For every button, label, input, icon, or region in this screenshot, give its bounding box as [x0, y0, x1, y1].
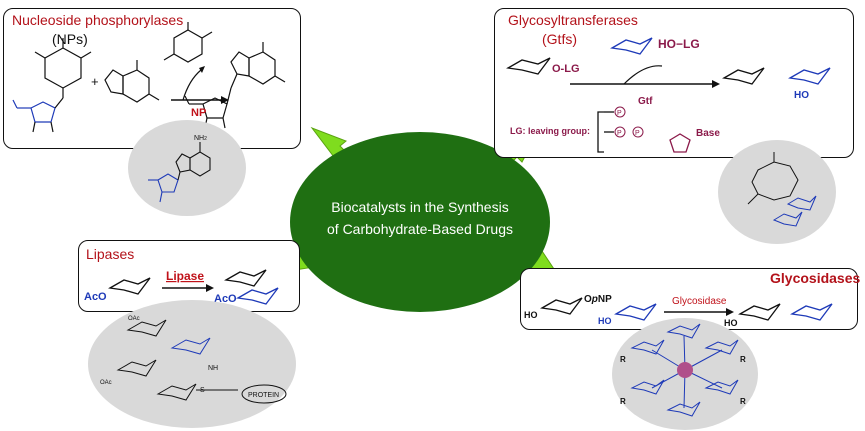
glycosidase-opnp: OpNP: [584, 294, 612, 305]
gtf-p3: P: [635, 130, 640, 137]
lipase-enzyme-label: Lipase: [166, 269, 204, 283]
lipase-aco-left: AcO: [84, 291, 107, 303]
nps-subtitle: (NPs): [52, 31, 88, 47]
gtf-phosphate-groups: P P P: [614, 106, 644, 138]
glycosidase-reaction-scheme: HO OpNP HO Glycosidase HO: [524, 294, 833, 328]
lipase-drug-structure: PROTEIN NH OAc OAc S: [100, 316, 287, 404]
gtfs-title: Glycosyltransferases: [508, 12, 638, 28]
np-drug-nh2: NH2: [194, 135, 207, 142]
glycosidase-r-2: R: [740, 355, 746, 364]
lipase-oac-label-2: OAc: [100, 380, 112, 386]
lipase-reaction-scheme: AcO Lipase AcO: [84, 269, 279, 305]
gtf-lg-label: LG: leaving group:: [510, 126, 590, 136]
gtf-donor-label: O-LG: [552, 63, 580, 75]
gtf-holg-label: HO−LG: [658, 37, 700, 51]
np-reaction-scheme: NP +: [12, 22, 286, 133]
lipases-title: Lipases: [86, 246, 135, 262]
glycosidase-ho-3: HO: [724, 318, 738, 328]
glycosidase-drug-structure: R R R R: [620, 323, 746, 417]
gtfs-panel: [494, 8, 854, 158]
gtf-p2: P: [617, 130, 622, 137]
np-enzyme-label: NP: [191, 107, 206, 119]
np-drug-ellipse: [128, 120, 246, 216]
gtf-drug-ellipse: [718, 140, 836, 244]
glycosidase-ho-1: HO: [524, 310, 538, 320]
glycosidase-core-sphere: [677, 362, 693, 378]
lipase-nh-label: NH: [208, 365, 218, 372]
lipase-drug-ellipse: [88, 300, 296, 428]
gtfs-subtitle: (Gtfs): [542, 31, 577, 47]
np-plus-sign: +: [91, 74, 99, 89]
np-drug-structure: NH2: [148, 135, 211, 203]
center-ellipse: [290, 132, 550, 312]
glycosidase-r-1: R: [620, 355, 626, 364]
center-title-line2: of Carbohydrate-Based Drugs: [327, 221, 513, 237]
gtf-p1: P: [617, 110, 622, 117]
nps-title: Nucleoside phosphorylases: [12, 12, 184, 28]
glycosidase-r-4: R: [740, 397, 746, 406]
lipase-oac-label-1: OAc: [128, 316, 140, 322]
glycosidase-ho-2: HO: [598, 316, 612, 326]
gtf-base-label: Base: [696, 128, 720, 139]
lipase-protein-label: PROTEIN: [248, 392, 279, 399]
gtf-drug-structure: [747, 152, 817, 227]
glycosidases-title: Glycosidases: [770, 270, 861, 286]
gtf-enzyme-label: Gtf: [638, 96, 653, 107]
glycosidase-r-3: R: [620, 397, 626, 406]
center-title: Biocatalysts in the Synthesis of Carbohy…: [290, 196, 550, 240]
glycosidase-enzyme-label: Glycosidase: [672, 296, 727, 307]
lipase-s-label: S: [200, 387, 205, 394]
gtf-ho-label: HO: [794, 90, 809, 101]
gtf-reaction-scheme: O-LG HO−LG Gtf LG: leaving group: P P P …: [506, 37, 831, 153]
center-title-line1: Biocatalysts in the Synthesis: [331, 199, 509, 215]
